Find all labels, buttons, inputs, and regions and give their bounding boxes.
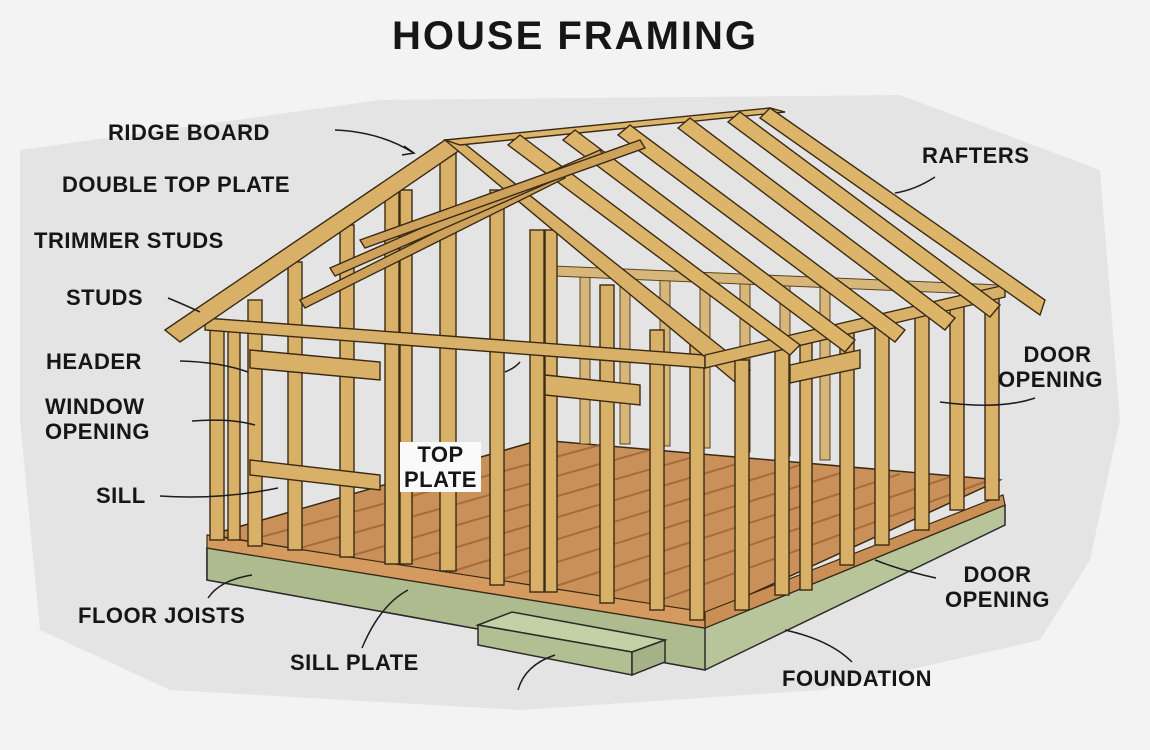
label-door-opening-lower-line2: OPENING [945, 587, 1050, 612]
label-window-opening: WINDOW OPENING [45, 394, 150, 444]
label-foundation: FOUNDATION [782, 666, 933, 691]
label-window-opening-line1: WINDOW [45, 394, 145, 419]
label-floor-joists: FLOOR JOISTS [78, 603, 246, 628]
label-door-opening-upper-line1: DOOR [1023, 342, 1092, 367]
label-door-opening-lower: DOOR OPENING [945, 562, 1050, 612]
door-opening-lower-leader [874, 559, 937, 579]
step-leader [517, 654, 556, 691]
label-top-plate-line2: PLATE [404, 467, 477, 492]
label-header: HEADER [46, 349, 142, 374]
label-door-opening-lower-line1: DOOR [963, 562, 1032, 587]
label-studs: STUDS [66, 285, 144, 310]
diagram-title: HOUSE FRAMING [392, 14, 758, 58]
label-double-top-plate: DOUBLE TOP PLATE [62, 172, 291, 197]
foundation-leader [784, 629, 853, 663]
sill-leader [159, 487, 279, 498]
header-leader [179, 360, 249, 373]
top-plate-leader [504, 361, 521, 373]
label-sill-plate: SILL PLATE [290, 650, 419, 675]
door-opening-upper-leader [939, 397, 1036, 406]
leader-lines [159, 129, 1036, 691]
label-top-plate: TOP PLATE [400, 442, 481, 492]
studs-leader [167, 297, 201, 313]
label-top-plate-line1: TOP [417, 442, 464, 467]
label-door-opening-upper: DOOR OPENING [998, 342, 1103, 392]
roof-rafters [298, 107, 1046, 356]
label-rafters: RAFTERS [922, 143, 1030, 168]
rafters-leader [894, 176, 936, 194]
window-opening-leader [191, 419, 256, 426]
label-sill: SILL [96, 483, 146, 508]
sill-plate-leader [361, 589, 409, 649]
ridge-board-leader [334, 129, 413, 153]
floor-joists-leader [207, 574, 253, 599]
label-door-opening-upper-line2: OPENING [998, 367, 1103, 392]
label-trimmer-studs: TRIMMER STUDS [34, 228, 224, 253]
front-step [475, 611, 668, 677]
label-ridge-board: RIDGE BOARD [108, 120, 270, 145]
label-window-opening-line2: OPENING [45, 419, 150, 444]
